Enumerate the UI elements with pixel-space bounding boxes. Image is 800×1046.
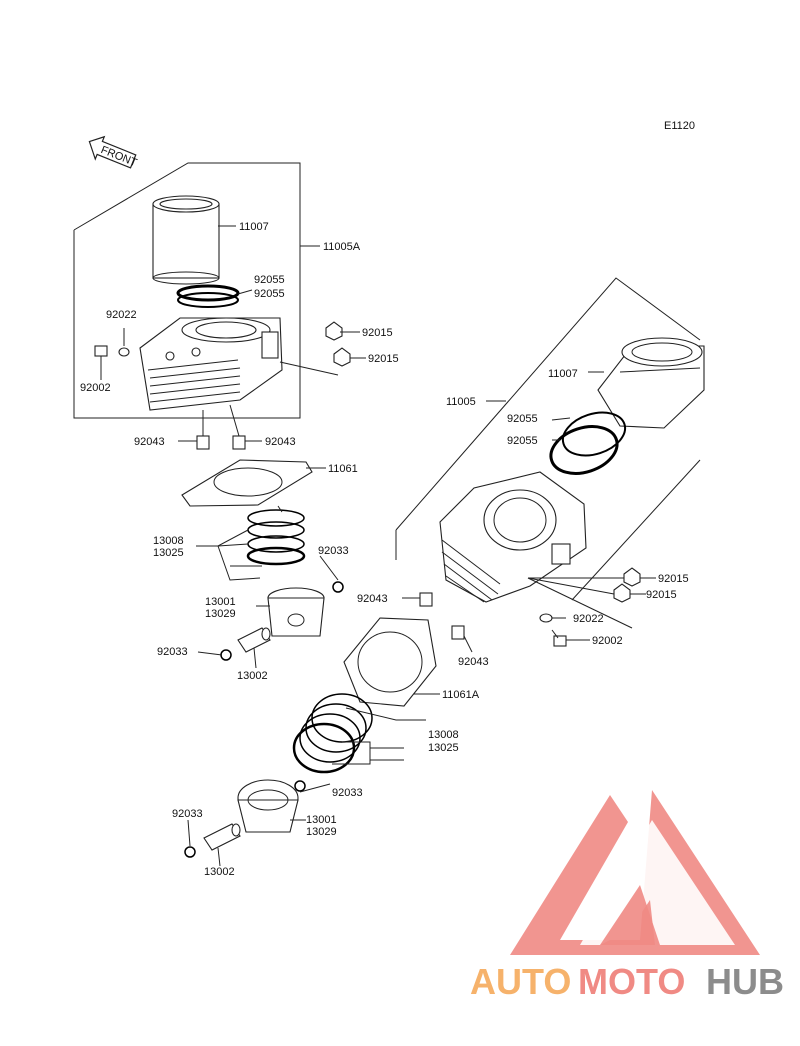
front-assy-frame — [395, 277, 701, 531]
callout-rear-oring-a: 92055 — [254, 274, 285, 286]
callout-rear-oring-b: 92055 — [254, 288, 285, 300]
callout-rear-washer: 92022 — [106, 309, 137, 321]
front-clip-right — [294, 780, 306, 792]
front-dowel-left — [419, 592, 433, 607]
callout-rear-gasket: 11061 — [328, 463, 358, 475]
callout-front-nut-b: 92015 — [646, 589, 677, 601]
callout-front-dowel-l: 92043 — [357, 593, 388, 605]
callout-front-bolt: 92002 — [592, 635, 623, 647]
rear-assy-frame — [73, 162, 301, 419]
callout-rear-cyl-assy: 11005A — [323, 241, 361, 253]
front-piston — [237, 779, 299, 833]
callout-rear-dowel-l: 92043 — [134, 436, 165, 448]
front-cylinder-block — [439, 471, 587, 603]
watermark-triangle-inner — [580, 820, 735, 945]
callout-rear-clip-r: 92033 — [318, 545, 349, 557]
front-arrow-icon — [88, 135, 137, 169]
callout-rear-rings-b: 13025 — [153, 547, 184, 559]
rear-o-ring-2 — [177, 292, 239, 308]
callout-rear-pin: 13002 — [237, 670, 268, 682]
front-nut-2 — [613, 583, 631, 603]
watermark-logo — [510, 790, 760, 955]
rear-base-gasket — [181, 459, 313, 507]
front-o-ring-2 — [549, 425, 619, 475]
callout-rear-nut-b: 92015 — [368, 353, 399, 365]
callout-front-piston-a: 13001 — [306, 814, 337, 826]
callout-front-rings-a: 13008 — [428, 729, 459, 741]
rear-piston — [267, 587, 325, 637]
callout-rear-bolt: 92002 — [80, 382, 111, 394]
rear-clip-right — [332, 581, 344, 593]
callout-rear-liner: 11007 — [239, 221, 269, 233]
front-piston-rings — [292, 693, 373, 774]
callout-front-piston-b: 13029 — [306, 826, 337, 838]
callout-front-nut-a: 92015 — [658, 573, 689, 585]
watermark-auto: AUTO — [470, 961, 571, 1002]
callout-front-dowel-r: 92043 — [458, 656, 489, 668]
watermark-hub: HUB — [706, 961, 784, 1002]
rear-clip-left — [220, 649, 232, 661]
front-base-gasket — [343, 617, 437, 707]
diagram-code: E1120 — [664, 120, 695, 132]
callout-front-washer: 92022 — [573, 613, 604, 625]
front-o-ring-1 — [561, 411, 627, 457]
callout-front-gasket: 11061A — [442, 689, 480, 701]
callout-front-clip-r: 92033 — [332, 787, 363, 799]
callout-front-cyl-assy: 11005 — [446, 396, 476, 408]
front-cylinder-liner — [597, 337, 705, 429]
watermark-moto: MOTO — [578, 961, 685, 1002]
callout-front-oring-a: 92055 — [507, 413, 538, 425]
rear-nut-2 — [333, 347, 351, 367]
callout-front-oring-b: 92055 — [507, 435, 538, 447]
front-nut-1 — [623, 567, 641, 587]
front-leader-lines — [187, 371, 656, 867]
rear-bolt-92002 — [94, 345, 108, 372]
front-assy-frame-lower — [571, 459, 701, 601]
rear-dowel-left — [196, 435, 210, 450]
callout-front-liner: 11007 — [548, 368, 578, 380]
front-arrow: FRONT — [88, 135, 139, 169]
front-washer-92022 — [539, 613, 553, 623]
callout-front-clip-l: 92033 — [172, 808, 203, 820]
rear-cylinder-liner — [152, 195, 220, 285]
callout-rear-clip-l: 92033 — [157, 646, 188, 658]
rear-dowel-right — [232, 435, 246, 450]
rear-washer-92022 — [118, 347, 130, 357]
rear-piston-rings — [246, 509, 306, 566]
watermark-triangle-accent — [600, 885, 660, 945]
callout-front-pin: 13002 — [204, 866, 235, 878]
rear-leader-lines — [100, 225, 366, 669]
rear-o-ring-1 — [176, 284, 240, 302]
callout-rear-rings-a: 13008 — [153, 535, 184, 547]
callout-rear-piston-b: 13029 — [205, 608, 236, 620]
front-piston-pin — [203, 823, 241, 851]
rear-cylinder-block — [139, 317, 283, 411]
rear-piston-pin — [237, 627, 271, 653]
rear-nut-1 — [325, 321, 343, 341]
callout-rear-piston-a: 13001 — [205, 596, 236, 608]
watermark-wordmark: AUTO MOTO HUB — [470, 961, 784, 1002]
front-clip-left — [184, 846, 196, 858]
callout-front-rings-b: 13025 — [428, 742, 459, 754]
callout-rear-dowel-r: 92043 — [265, 436, 296, 448]
front-bolt-92002 — [551, 629, 567, 647]
callout-rear-nut-a: 92015 — [362, 327, 393, 339]
front-dowel-right — [451, 625, 465, 640]
